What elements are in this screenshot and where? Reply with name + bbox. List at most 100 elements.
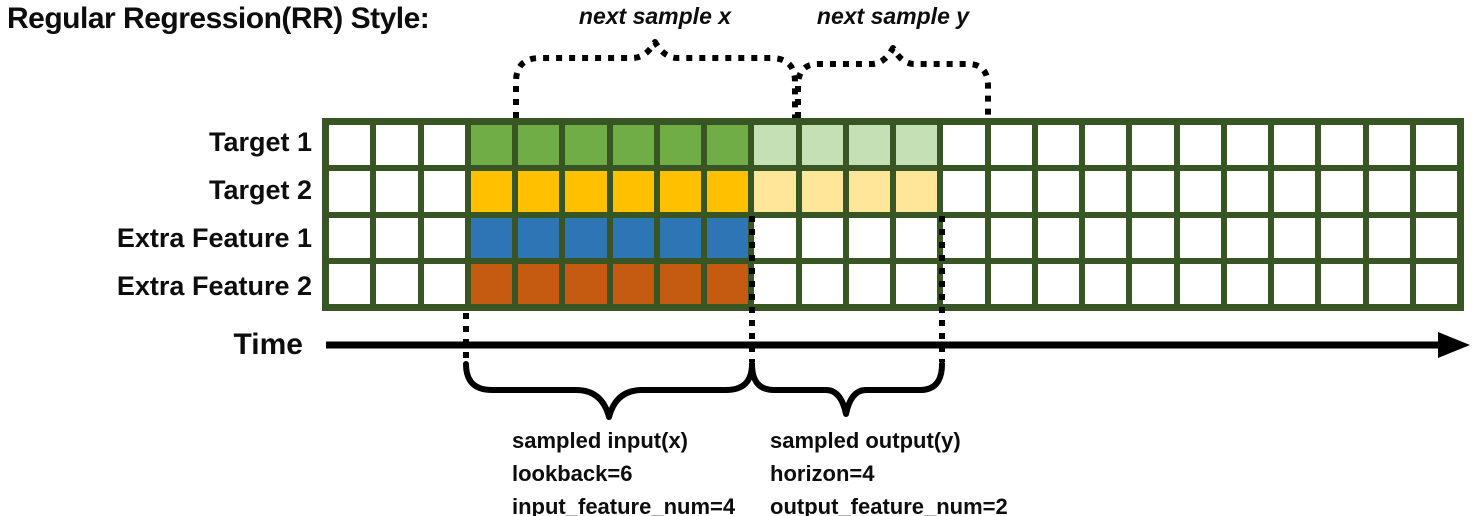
grid-cell: [470, 171, 512, 212]
grid-cell: [754, 217, 796, 258]
grid-cell: [1368, 125, 1410, 166]
grid-cell: [1179, 217, 1221, 258]
grid-cell: [1179, 125, 1221, 166]
grid-cell: [848, 263, 890, 304]
grid-cell: [1132, 125, 1174, 166]
grid-cell: [1085, 263, 1127, 304]
grid-cell: [1368, 171, 1410, 212]
grid-cell: [423, 217, 465, 258]
grid-cell: [659, 171, 701, 212]
grid-cell: [1085, 171, 1127, 212]
grid-cell: [518, 125, 560, 166]
grid-cell: [376, 125, 418, 166]
grid-cell: [990, 171, 1032, 212]
grid-cell: [943, 217, 985, 258]
grid-cell: [612, 125, 654, 166]
grid-cell: [518, 263, 560, 304]
grid-cell: [801, 125, 843, 166]
grid-cell: [1037, 125, 1079, 166]
grid-cell: [1085, 217, 1127, 258]
note-line: sampled output(y): [770, 428, 961, 453]
grid-cell: [612, 217, 654, 258]
grid-cell: [801, 171, 843, 212]
next-sample-x-label: next sample x: [578, 3, 732, 29]
note-line: horizon=4: [770, 461, 875, 486]
grid-cell: [1415, 263, 1457, 304]
grid-cell: [990, 217, 1032, 258]
grid-cell: [1132, 217, 1174, 258]
grid-cell: [329, 171, 371, 212]
grid-cell: [848, 217, 890, 258]
grid-cell: [659, 263, 701, 304]
note-line: sampled input(x): [512, 428, 689, 453]
grid-cell: [1415, 171, 1457, 212]
grid-cell: [659, 217, 701, 258]
grid-cell: [376, 171, 418, 212]
grid-cell: [565, 125, 607, 166]
grid-cell: [896, 263, 938, 304]
grid-cell: [1226, 263, 1268, 304]
grid-cell: [565, 263, 607, 304]
grid-cell: [376, 263, 418, 304]
grid-cell: [801, 217, 843, 258]
grid-cell: [1226, 217, 1268, 258]
grid-cell: [423, 171, 465, 212]
sampled-output-brace: [749, 361, 945, 417]
next-sample-y-brace: [795, 45, 991, 118]
grid-cell: [1132, 263, 1174, 304]
grid-cell: [423, 125, 465, 166]
grid-cell: [329, 263, 371, 304]
grid-cell: [518, 217, 560, 258]
grid-cell: [707, 125, 749, 166]
row-label-target-2: Target 2: [208, 175, 312, 205]
grid-cell: [1274, 263, 1316, 304]
grid-cell: [1415, 217, 1457, 258]
grid-cell: [1321, 217, 1363, 258]
grid-cell: [896, 125, 938, 166]
grid-cell: [329, 125, 371, 166]
grid-cell: [470, 217, 512, 258]
grid-cell: [1085, 125, 1127, 166]
grid-cell: [848, 125, 890, 166]
time-axis-label: Time: [233, 328, 303, 361]
grid-cell: [518, 171, 560, 212]
time-axis-arrowhead: [1438, 332, 1470, 358]
grid-cell: [612, 263, 654, 304]
row-label-target-1: Target 1: [208, 127, 312, 157]
sampled-output-note: sampled output(y) horizon=4 output_featu…: [770, 424, 1008, 516]
grid-cell: [376, 217, 418, 258]
grid-cell: [1274, 125, 1316, 166]
sampled-input-brace: [463, 361, 755, 420]
grid-cell: [1037, 217, 1079, 258]
sampled-input-note: sampled input(x) lookback=6 input_featur…: [512, 424, 735, 516]
grid-cell: [1179, 171, 1221, 212]
grid-cell: [943, 171, 985, 212]
grid-cell: [1415, 125, 1457, 166]
note-line: input_feature_num=4: [512, 494, 736, 516]
grid-cell: [1132, 171, 1174, 212]
next-sample-x-brace: [513, 39, 798, 118]
grid-cell: [1179, 263, 1221, 304]
grid-cell: [707, 171, 749, 212]
note-line: output_feature_num=2: [770, 494, 1008, 516]
grid-cell: [1321, 171, 1363, 212]
grid-cell: [423, 263, 465, 304]
grid-cell: [1226, 125, 1268, 166]
row-label-extra-feature-1: Extra Feature 1: [116, 223, 312, 253]
grid-cell: [943, 125, 985, 166]
grid-cell: [659, 125, 701, 166]
grid-cell: [707, 217, 749, 258]
grid-cell: [1274, 217, 1316, 258]
grid-cell: [990, 263, 1032, 304]
grid-cell: [754, 125, 796, 166]
grid-cell: [1368, 217, 1410, 258]
grid-cell: [896, 217, 938, 258]
grid-cell: [943, 263, 985, 304]
grid-cell: [754, 171, 796, 212]
grid-cell: [470, 125, 512, 166]
sample-grid: [322, 118, 1464, 311]
grid-cell: [754, 263, 796, 304]
grid-cell: [1368, 263, 1410, 304]
grid-cell: [1037, 171, 1079, 212]
